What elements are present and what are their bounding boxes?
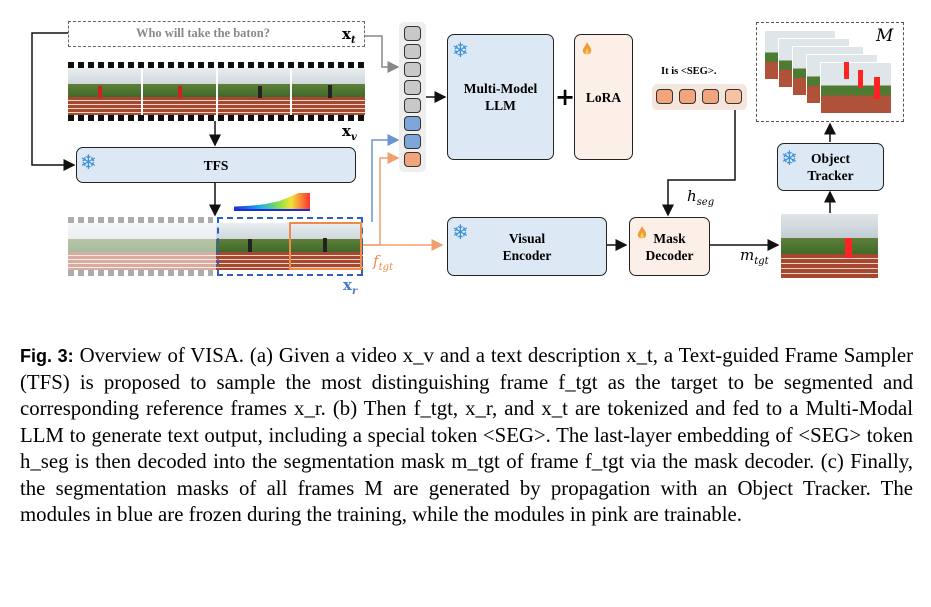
- figure-caption: Fig. 3: Overview of VISA. (a) Given a vi…: [20, 343, 913, 529]
- caption-label: Fig. 3:: [20, 346, 74, 366]
- M-label: M: [876, 26, 894, 46]
- tracker-line2: Tracker: [807, 168, 854, 183]
- ftgt-label: ftgt: [373, 252, 394, 273]
- snowflake-icon: ❄: [452, 220, 469, 244]
- mask-decoder-line1: Mask: [653, 230, 686, 246]
- snowflake-icon: ❄: [80, 150, 97, 174]
- llm-label-line2: LLM: [485, 98, 516, 113]
- text-token: [404, 98, 421, 113]
- lora-label: LoRA: [585, 89, 622, 105]
- seg-token: [725, 89, 742, 104]
- visual-encoder-module: Visual Encoder: [447, 217, 607, 276]
- xr-label: xr: [343, 276, 358, 297]
- text-token: [404, 62, 421, 77]
- output-text: It is <SEG>.: [661, 66, 717, 77]
- visual-encoder-line2: Encoder: [502, 247, 552, 263]
- mask-frame-stack: [764, 30, 894, 115]
- mask-decoder-module: Mask Decoder: [629, 217, 710, 276]
- object-tracker-module: Object Tracker: [777, 143, 884, 191]
- multimodal-llm-module: Multi-Model LLM: [447, 34, 554, 160]
- question-text: Who will take the baton?: [135, 26, 271, 40]
- target-token: [404, 152, 421, 167]
- output-token: [702, 89, 719, 104]
- text-token: [404, 44, 421, 59]
- snowflake-icon: ❄: [781, 146, 798, 170]
- mask-decoder-line2: Decoder: [645, 247, 694, 263]
- flame-icon: [582, 42, 592, 55]
- question-box: [68, 21, 365, 47]
- target-frame-highlight: [289, 222, 362, 270]
- output-token: [656, 89, 673, 104]
- tfs-module: TFS: [76, 147, 356, 183]
- output-token: [679, 89, 696, 104]
- snowflake-icon: ❄: [452, 38, 469, 62]
- segmented-target-frame: [781, 214, 878, 278]
- film-perforation-top: [68, 62, 365, 68]
- text-token: [404, 80, 421, 95]
- film-perforation-top-2: [68, 217, 213, 223]
- lora-module: LoRA: [574, 34, 633, 160]
- xv-label: xv: [342, 122, 357, 143]
- llm-label-line1: Multi-Model: [463, 81, 538, 96]
- video-frames-strip: [68, 68, 365, 115]
- tfs-label: TFS: [203, 157, 229, 173]
- xt-label: xt: [342, 25, 356, 46]
- propagated-masks-box: [756, 22, 904, 122]
- flame-icon: [637, 226, 647, 239]
- caption-text: Overview of VISA. (a) Given a video x_v …: [20, 344, 914, 526]
- visual-encoder-line1: Visual: [508, 230, 546, 246]
- plus-sign: +: [555, 82, 576, 111]
- reference-frames-highlight: [217, 217, 363, 276]
- mtgt-label: mtgt: [740, 246, 769, 267]
- tracker-line1: Object: [811, 151, 850, 166]
- heatmap-baseline: [234, 209, 310, 211]
- reference-token: [404, 116, 421, 131]
- reference-token: [404, 134, 421, 149]
- hseg-label: hseg: [687, 187, 715, 208]
- film-perforation-bottom: [68, 115, 365, 121]
- text-token: [404, 26, 421, 41]
- film-perforation-bottom-2: [68, 270, 213, 276]
